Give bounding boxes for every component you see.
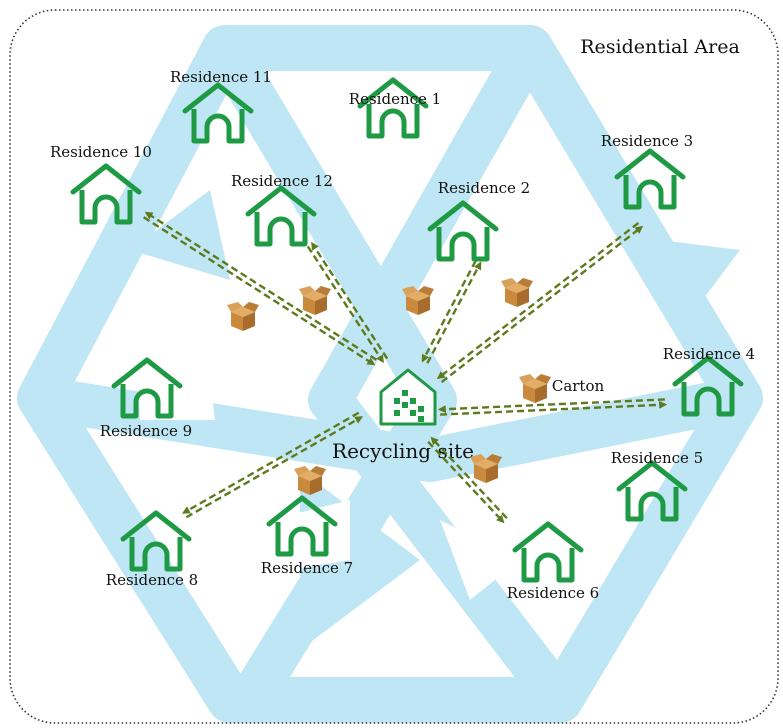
arrow-residence-8	[181, 411, 364, 519]
residence-12-label: Residence 12	[231, 172, 333, 190]
arrow-residence-6	[427, 436, 508, 524]
transport-arrows	[142, 211, 668, 524]
residence-4-label: Residence 4	[663, 345, 755, 363]
carton-box-icon	[501, 278, 533, 307]
carton-box-icon	[519, 374, 551, 403]
arrow-residence-3	[436, 221, 644, 384]
residence-7-house-icon	[266, 495, 338, 557]
residence-9-label: Residence 9	[100, 422, 192, 440]
residence-1-house-icon	[357, 77, 429, 139]
residence-12-house-icon	[245, 185, 317, 247]
residences: Residence 1 Residence 2 Residence 3 Residen…	[50, 68, 755, 602]
residence-11-label: Residence 11	[170, 68, 272, 86]
carton-box-icon	[402, 286, 434, 315]
residence-8-house-icon	[120, 510, 192, 572]
arrow-residence-10	[142, 211, 378, 366]
carton-box-icon	[227, 302, 259, 331]
residence-2-house-icon	[427, 200, 499, 262]
arrow-residence-2	[421, 260, 482, 364]
arrow-residence-4	[437, 398, 668, 416]
residence-6-label: Residence 6	[507, 584, 599, 602]
residence-5-house-icon	[616, 460, 688, 522]
residence-1-label: Residence 1	[349, 90, 441, 108]
residence-3-label: Residence 3	[601, 132, 693, 150]
residence-9-house-icon	[111, 357, 183, 419]
arrow-residence-12	[306, 241, 389, 364]
carton-box-icon	[294, 466, 326, 495]
residence-6-house-icon	[512, 521, 584, 583]
residence-5-label: Residence 5	[611, 449, 703, 467]
residence-10-label: Residence 10	[50, 143, 152, 161]
carton-box-icon	[299, 286, 331, 315]
residence-10-house-icon	[70, 163, 142, 225]
area-title: Residential Area	[580, 36, 740, 58]
residence-11-house-icon	[182, 82, 254, 144]
residence-8-label: Residence 8	[106, 571, 198, 589]
residence-4-house-icon	[672, 355, 744, 417]
residence-7-label: Residence 7	[261, 559, 353, 577]
cartons	[227, 278, 551, 495]
recycling-site-icon	[379, 368, 437, 426]
carton-box-icon	[470, 454, 502, 483]
residence-2-label: Residence 2	[438, 179, 530, 197]
carton-label: Carton	[552, 377, 605, 395]
residence-3-house-icon	[614, 148, 686, 210]
residential-area-border	[9, 9, 779, 724]
